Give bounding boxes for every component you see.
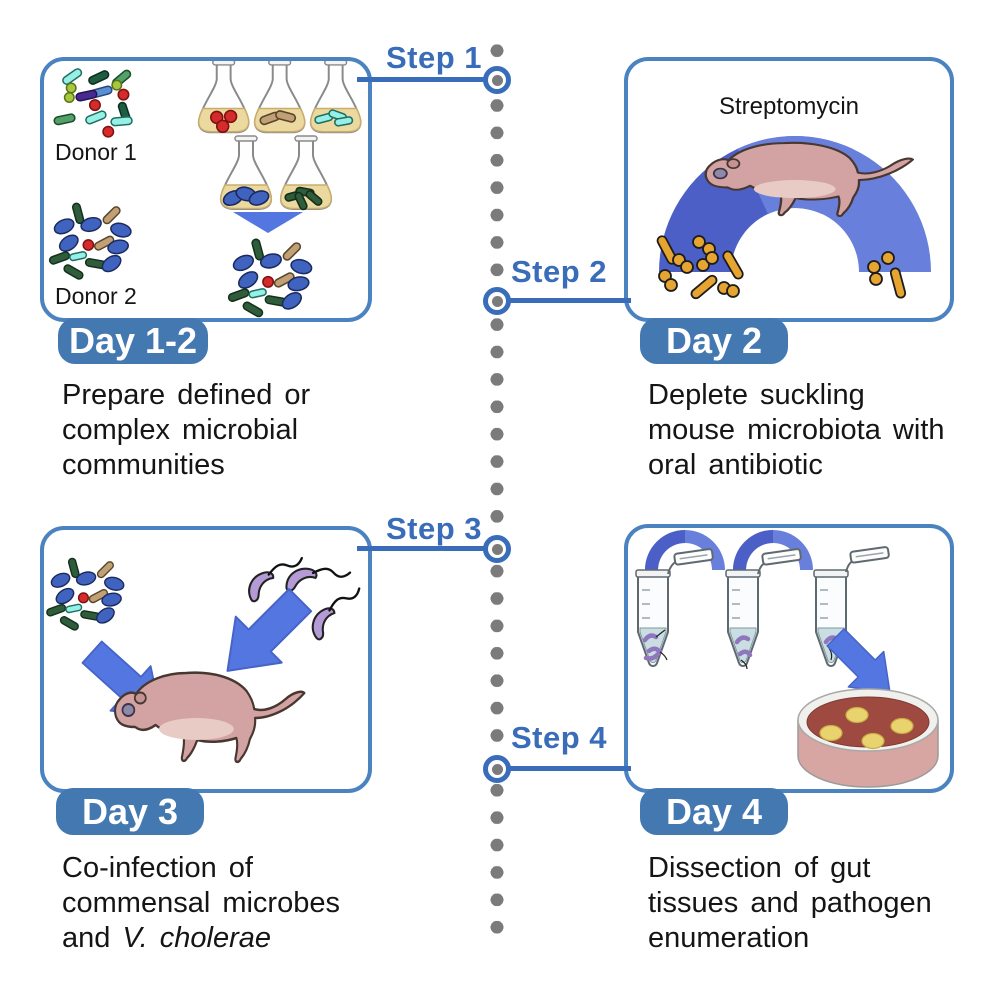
- step3-label: Step 3: [385, 511, 482, 546]
- pooling-funnel-icon: [233, 212, 303, 233]
- step4-connector-line: [509, 766, 631, 771]
- sample-tube-2: [725, 569, 761, 670]
- vibrio-cholerae-italic: V. cholerae: [122, 922, 271, 954]
- caption-line: complex microbial: [62, 414, 299, 446]
- caption-line: and V. cholerae: [62, 922, 271, 954]
- step4-illustration: [635, 530, 939, 788]
- step2-illustration: [656, 136, 931, 300]
- caption-line: oral antibiotic: [648, 449, 823, 481]
- step2-timeline-node: [483, 287, 511, 315]
- sample-tube-1: [635, 569, 671, 667]
- step4-label: Step 4: [511, 720, 608, 755]
- caption-line: Deplete suckling: [648, 379, 865, 411]
- suckling-mouse-illustration: [113, 671, 306, 764]
- tube3-cap: [849, 545, 891, 564]
- step2-label: Step 2: [511, 254, 608, 289]
- tube2-cap: [761, 547, 803, 566]
- step3-connector-line: [357, 546, 485, 551]
- caption-line: commensal microbes: [62, 887, 340, 919]
- step2-caption: Deplete suckling mouse microbiota with o…: [648, 378, 945, 483]
- tube1-cap: [673, 547, 715, 566]
- step4-timeline-node: [483, 755, 511, 783]
- caption-line: communities: [62, 449, 225, 481]
- panel-step3: [40, 526, 372, 793]
- depleted-bacteria-left: [656, 235, 744, 300]
- day-badge-step2: Day 2: [640, 318, 788, 364]
- caption-line: enumeration: [648, 922, 810, 954]
- step2-connector-line: [509, 298, 631, 303]
- panel-step4: [624, 524, 954, 793]
- step1-timeline-node: [483, 66, 511, 94]
- caption-line: tissues and pathogen: [648, 887, 932, 919]
- step1-caption: Prepare defined or complex microbial com…: [62, 378, 310, 483]
- caption-line: Prepare defined or: [62, 379, 311, 411]
- step3-illustration: [45, 553, 372, 764]
- day-badge-step3: Day 3: [56, 788, 204, 835]
- step4-caption: Dissection of gut tissues and pathogen e…: [648, 851, 932, 956]
- flask-red: [197, 59, 250, 134]
- step3-timeline-node: [483, 535, 511, 563]
- step1-illustration: [47, 59, 362, 319]
- dilution-arc-2: [733, 530, 813, 570]
- caption-line: mouse microbiota with: [648, 414, 945, 446]
- day-badge-step1: Day 1-2: [58, 318, 208, 364]
- step1-label: Step 1: [385, 40, 482, 75]
- step3-caption: Co-infection of commensal microbes and V…: [62, 851, 340, 956]
- depleted-bacteria-right: [867, 251, 907, 299]
- mixed-community-microbes: [226, 237, 314, 319]
- donor1-microbes: [52, 66, 134, 138]
- caption-line: Co-infection of: [62, 852, 253, 884]
- flask-tan: [253, 59, 306, 134]
- flask-cyan: [309, 59, 362, 134]
- caption-line: Dissection of gut: [648, 852, 871, 884]
- day-badge-step4: Day 4: [640, 788, 788, 835]
- panel-step2: Streptomycin: [624, 57, 954, 322]
- step1-connector-line: [357, 77, 485, 82]
- streptomycin-label: Streptomycin: [718, 93, 860, 120]
- flask-darkgreen: [279, 135, 333, 211]
- panel-step1: Donor 1 Donor 2: [40, 57, 372, 322]
- timeline-dotted-line: [490, 37, 504, 943]
- donor2-label: Donor 2: [55, 283, 137, 309]
- flask-blue: [219, 135, 273, 210]
- dilution-arc-1: [645, 530, 725, 570]
- donor1-label: Donor 1: [55, 139, 137, 165]
- donor2-microbes: [47, 201, 134, 282]
- commensal-microbes: [45, 556, 126, 632]
- petri-dish: [797, 688, 939, 788]
